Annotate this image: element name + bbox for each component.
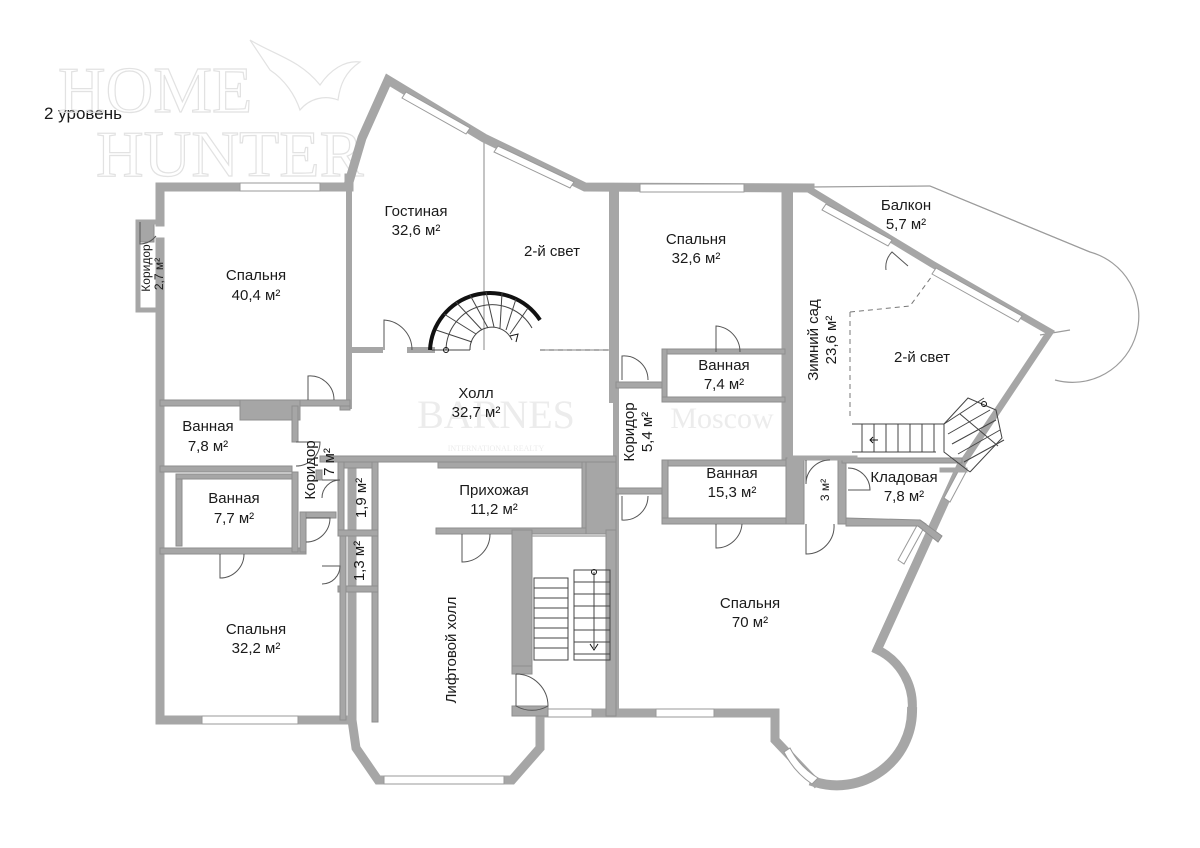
room-bath-74-area: 7,4 м² — [704, 376, 744, 393]
eagle-logo-icon — [249, 39, 362, 112]
room-storage-3-area: 3 м² — [818, 479, 832, 501]
room-bedroom-left-area: 40,4 м² — [232, 287, 281, 304]
room-bath-153-area: 15,3 м² — [708, 484, 757, 501]
room-bath-153-name: Ванная — [706, 465, 757, 482]
spiral-stair — [428, 291, 542, 353]
room-bedroom-left-name: Спальня — [226, 267, 286, 284]
room-bedroom-bottom-left-area: 32,2 м² — [232, 640, 281, 657]
room-bedroom-bottom-left-name: Спальня — [226, 621, 286, 638]
straight-stair — [533, 569, 611, 661]
room-bath-77-area: 7,7 м² — [214, 510, 254, 527]
watermark-home: HOME — [58, 54, 252, 127]
barnes-watermark: BARNES INTERNATIONAL REALTY Moscow — [417, 392, 774, 453]
room-labels: Гостиная 32,6 м² 2-й свет Спальня 32,6 м… — [139, 197, 950, 703]
room-corridor-left-area: 2,7 м² — [152, 258, 166, 290]
interior-walls — [135, 179, 968, 723]
room-bath-78-area: 7,8 м² — [188, 438, 228, 455]
room-corridor-7-area: 7 м² — [321, 448, 338, 476]
room-balcony-name: Балкон — [881, 197, 931, 214]
watermark-moscow: Moscow — [670, 402, 774, 435]
room-winter-garden-name: Зимний сад — [805, 299, 822, 381]
room-corridor-7-name: Коридор — [302, 440, 319, 499]
room-second-light-left: 2-й свет — [524, 243, 580, 260]
room-bedroom-top-right-name: Спальня — [666, 231, 726, 248]
room-balcony-area: 5,7 м² — [886, 216, 926, 233]
room-small-13-area: 1,3 м² — [351, 541, 368, 581]
room-winter-garden-area: 23,6 м² — [823, 316, 840, 365]
windows — [201, 91, 1023, 785]
room-bath-77-name: Ванная — [208, 490, 259, 507]
room-corridor-54-area: 5,4 м² — [639, 412, 656, 452]
room-entrance-area: 11,2 м² — [470, 501, 518, 518]
room-hall-name: Холл — [458, 385, 493, 402]
room-storage-78-area: 7,8 м² — [884, 488, 924, 505]
room-second-light-right: 2-й свет — [894, 349, 950, 366]
winter-garden-stair — [852, 397, 1005, 473]
room-small-19-area: 1,9 м² — [353, 478, 370, 518]
room-bedroom-bottom-right-area: 70 м² — [732, 614, 768, 631]
room-bedroom-top-right-area: 32,6 м² — [672, 250, 721, 267]
watermark-barnes-sub: INTERNATIONAL REALTY — [448, 444, 545, 453]
doors — [139, 222, 909, 711]
room-entrance-name: Прихожая — [459, 482, 529, 499]
room-living-name: Гостиная — [385, 203, 448, 220]
room-bath-78-name: Ванная — [182, 418, 233, 435]
room-corridor-54-name: Коридор — [621, 402, 638, 461]
room-bath-74-name: Ванная — [698, 357, 749, 374]
dashed-openings — [540, 275, 933, 420]
room-elevator-hall-name: Лифтовой холл — [443, 597, 460, 704]
room-living-area: 32,6 м² — [392, 222, 441, 239]
watermark-barnes: BARNES — [417, 392, 575, 437]
room-corridor-left-name: Коридор — [139, 244, 153, 292]
room-hall-area: 32,7 м² — [452, 404, 501, 421]
room-storage-78-name: Кладовая — [870, 469, 937, 486]
level-label: 2 уровень — [44, 104, 122, 123]
room-bedroom-bottom-right-name: Спальня — [720, 595, 780, 612]
home-hunter-watermark: HOME HUNTER — [57, 39, 364, 192]
watermark-hunter: HUNTER — [96, 118, 364, 191]
